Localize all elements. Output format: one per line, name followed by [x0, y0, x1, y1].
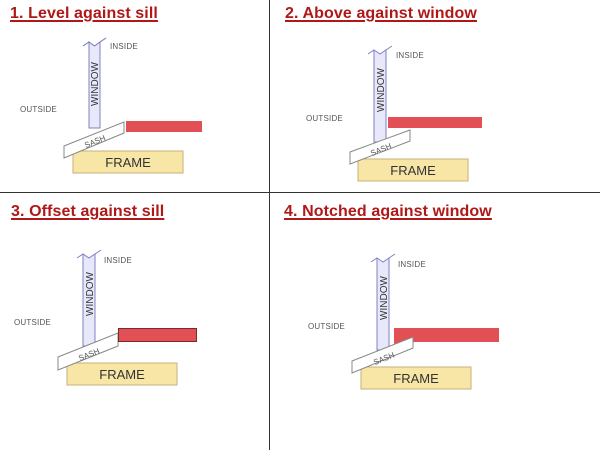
- panel-2-title: 2. Above against window: [285, 5, 477, 22]
- panel-4-window: WINDOW: [370, 253, 396, 351]
- panel-4-frame-label: FRAME: [393, 371, 439, 386]
- panel-4-outside-label: OUTSIDE: [308, 322, 345, 331]
- panel-1-window: WINDOW: [82, 37, 107, 129]
- panel-3-inside-label: INSIDE: [104, 256, 132, 265]
- panel-4-window-label: WINDOW: [379, 276, 390, 320]
- panel-1-diagram: WINDOW FRAME SASH: [63, 37, 202, 174]
- panel-1-window-label: WINDOW: [90, 62, 101, 106]
- panel-3-outside-label: OUTSIDE: [14, 318, 51, 327]
- panel-1-seal-strip: [126, 121, 202, 132]
- panel-4-seal-strip: [394, 328, 499, 344]
- panel-3-frame-label: FRAME: [99, 367, 145, 382]
- panel-2-window-label: WINDOW: [376, 68, 387, 112]
- panel-1-frame: FRAME: [72, 150, 184, 174]
- panel-4-inside-label: INSIDE: [398, 260, 426, 269]
- vertical-divider: [269, 0, 270, 450]
- panel-3-seal-strip: [118, 328, 197, 342]
- panel-2-diagram: WINDOW FRAME SASH: [349, 45, 482, 182]
- panel-1-title: 1. Level against sill: [10, 5, 158, 22]
- panel-2-outside-label: OUTSIDE: [306, 114, 343, 123]
- panel-4-title: 4. Notched against window: [284, 203, 492, 220]
- panel-1-sash-label: SASH: [83, 133, 107, 150]
- panel-2-inside-label: INSIDE: [396, 51, 424, 60]
- panel-1-frame-label: FRAME: [105, 155, 151, 170]
- panel-2-frame-label: FRAME: [390, 163, 436, 178]
- panel-4-frame: FRAME: [360, 366, 472, 390]
- panel-3-window: WINDOW: [76, 249, 102, 347]
- panel-2-seal-strip: [388, 117, 482, 128]
- panel-3-diagram: WINDOW FRAME SASH: [57, 249, 197, 386]
- horizontal-divider: [0, 192, 600, 193]
- panel-4-diagram: WINDOW FRAME SASH: [351, 253, 499, 390]
- panel-3-window-label: WINDOW: [85, 272, 96, 316]
- panel-3-frame: FRAME: [66, 362, 178, 386]
- panel-1-outside-label: OUTSIDE: [20, 105, 57, 114]
- panel-1-inside-label: INSIDE: [110, 42, 138, 51]
- panel-3-title: 3. Offset against sill: [11, 203, 165, 220]
- panel-2-frame: FRAME: [357, 158, 469, 182]
